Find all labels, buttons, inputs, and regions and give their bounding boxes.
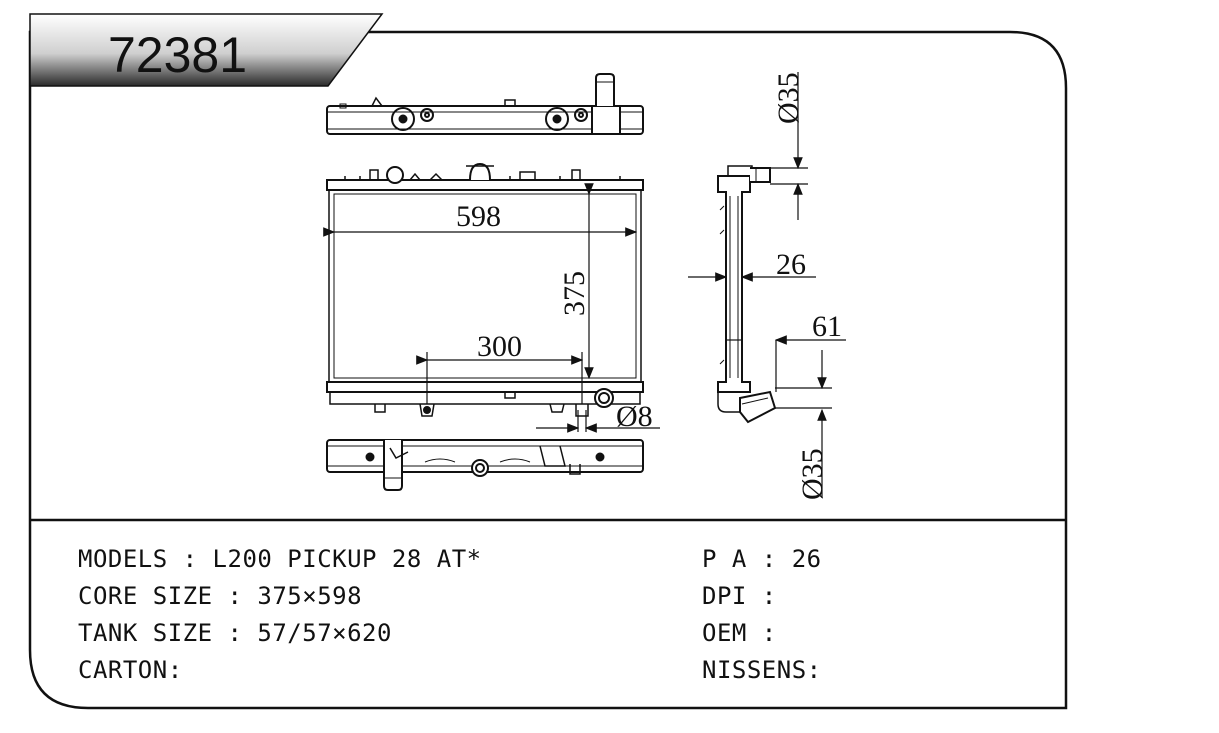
dim-offset-label: 61 bbox=[812, 310, 842, 343]
spec-nissens: NISSENS: bbox=[702, 656, 822, 684]
spec-models: MODELS : L200 PICKUP 28 AT* bbox=[78, 545, 482, 573]
frame-border bbox=[28, 30, 1068, 710]
dim-small-dia-label: Ø8 bbox=[616, 400, 653, 433]
spec-pa: P A : 26 bbox=[702, 545, 822, 573]
title-tab bbox=[29, 13, 384, 87]
dim-outlet-dia-label: Ø35 bbox=[796, 448, 829, 500]
side-dimensions bbox=[688, 72, 846, 498]
side-view bbox=[717, 165, 777, 424]
dim-height-label: 375 bbox=[558, 271, 591, 316]
spec-carton: CARTON: bbox=[78, 656, 183, 684]
spec-oem: OEM : bbox=[702, 619, 777, 647]
top-tank-view bbox=[326, 73, 644, 135]
front-view bbox=[326, 162, 644, 417]
part-number: 72381 bbox=[108, 27, 247, 83]
front-dimensions bbox=[323, 183, 660, 433]
spec-tank-size: TANK SIZE : 57/57×620 bbox=[78, 619, 392, 647]
dim-inlet-dia-label: Ø35 bbox=[772, 72, 805, 124]
dim-spacing-label: 300 bbox=[477, 330, 522, 363]
dim-depth-label: 26 bbox=[776, 248, 806, 281]
spec-dpi: DPI : bbox=[702, 582, 777, 610]
dim-width-label: 598 bbox=[456, 200, 501, 233]
spec-core-size: CORE SIZE : 375×598 bbox=[78, 582, 363, 610]
bottom-tank-view bbox=[326, 439, 644, 491]
